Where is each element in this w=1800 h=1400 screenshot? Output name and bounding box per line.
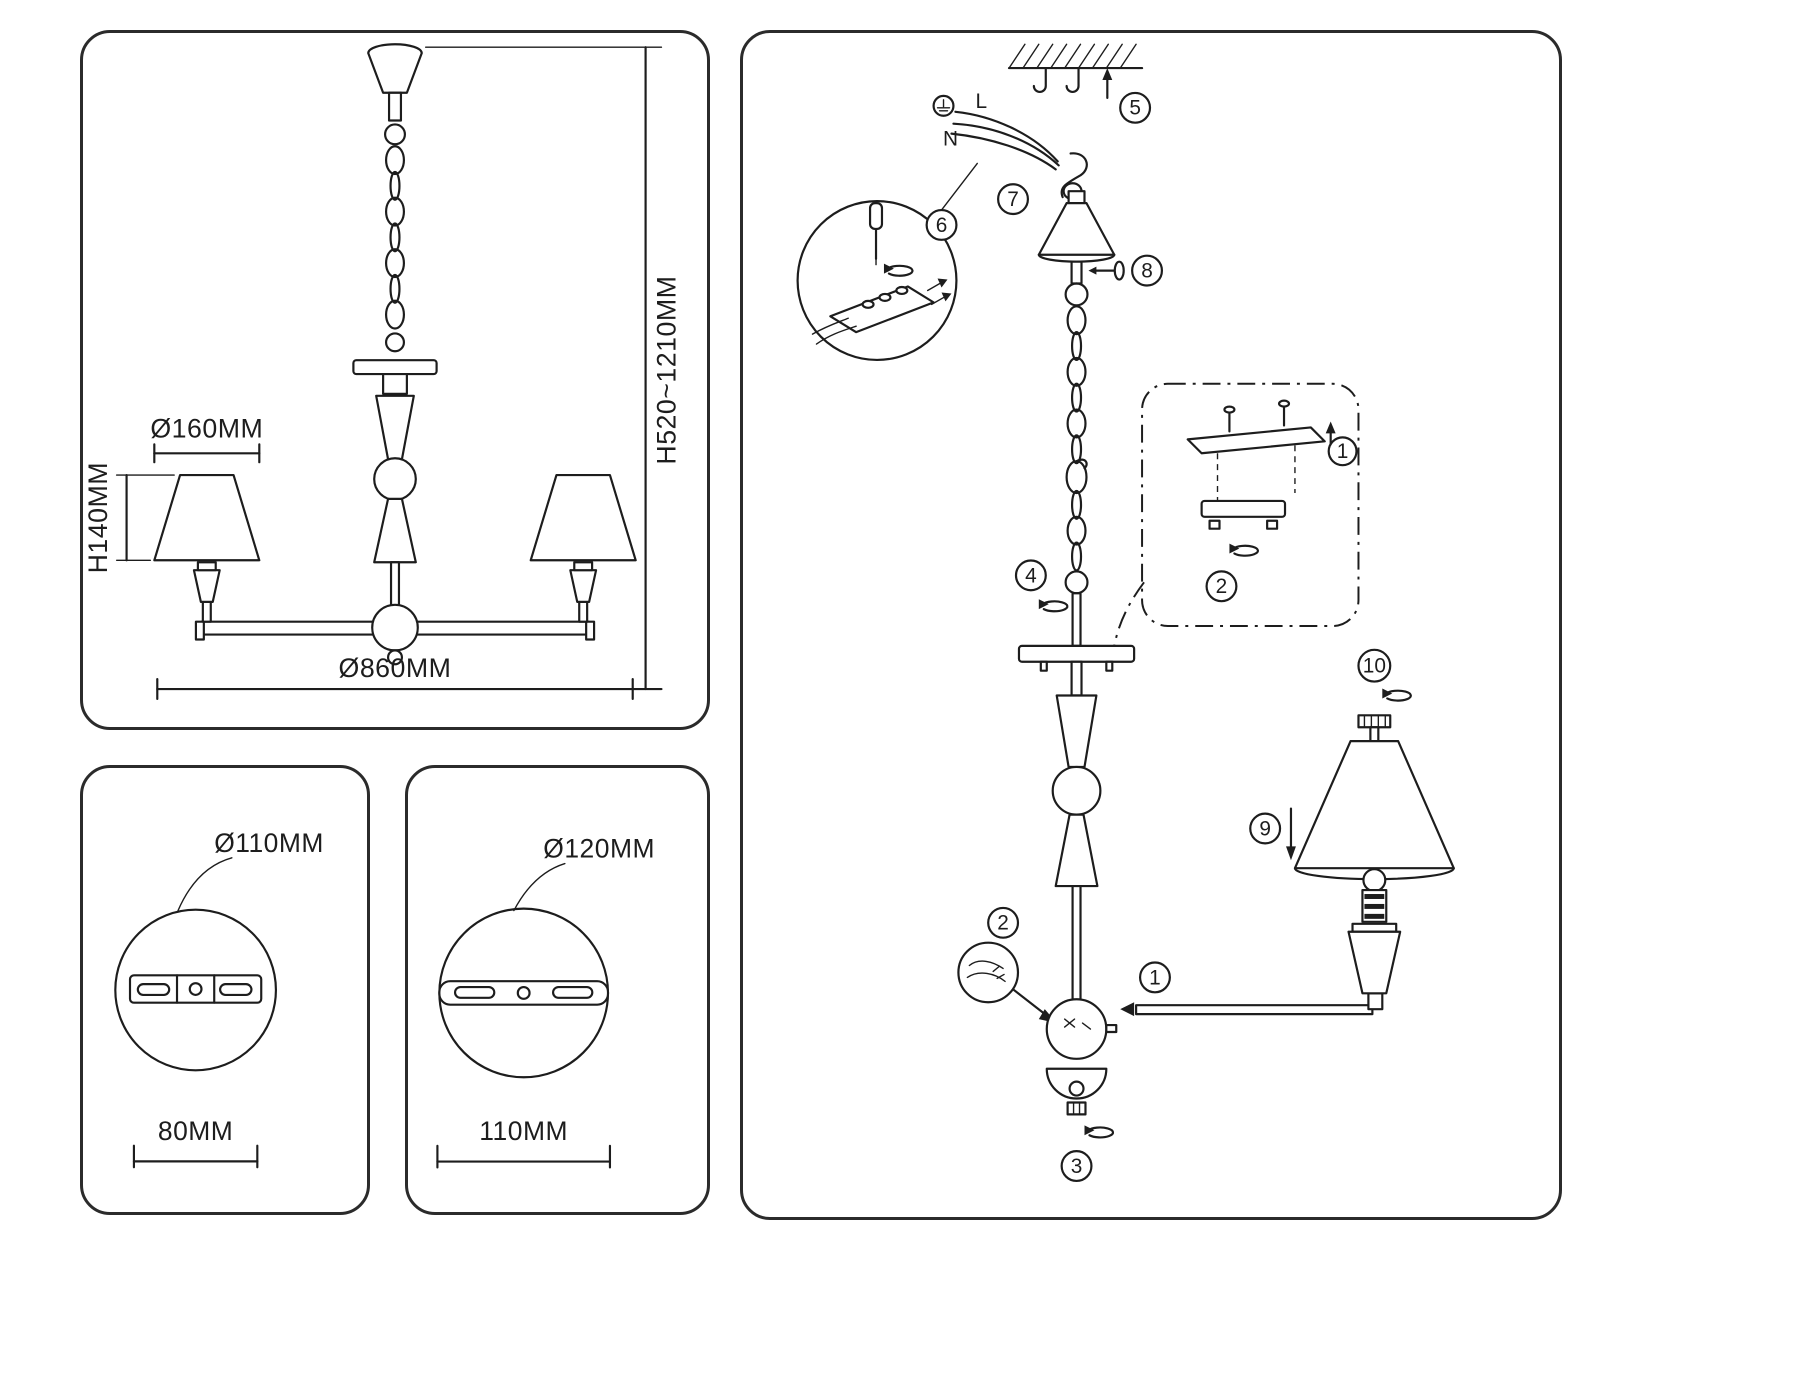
canopy-screw (1088, 260, 1125, 281)
assembly-chain (1064, 282, 1089, 647)
candle-cup (1347, 922, 1402, 995)
ground-icon (932, 94, 955, 117)
bulb (1362, 868, 1387, 893)
dim-shade-height: H140MM (83, 462, 175, 573)
lamp-assembly: 10 9 (1249, 648, 1455, 995)
shade-diameter-label: Ø160MM (150, 413, 263, 443)
bracket-side-view (1200, 499, 1287, 530)
step-badge-1a: 1 (1327, 436, 1358, 467)
step-3-number: 3 (1071, 1155, 1083, 1178)
mount-detail-large-panel: Ø120MM 110MM (405, 765, 710, 1215)
shade-height-label: H140MM (83, 462, 113, 573)
step-7-number: 7 (1007, 188, 1019, 211)
step-badge-2b: 2 (987, 906, 1020, 939)
mount-plate-large (438, 907, 610, 1079)
step-1-number: 1 (1337, 440, 1349, 463)
lampshade (1293, 740, 1455, 870)
step-badge-10: 10 (1357, 648, 1392, 683)
step-badge-6: 6 (925, 208, 958, 241)
arrow-icon (937, 278, 948, 288)
detail-large-spacing-dim: 110MM (436, 1116, 612, 1169)
step-1-number: 1 (1149, 966, 1161, 989)
upper-body (352, 359, 438, 609)
dimensions-panel: Ø160MM H140MM Ø860MM H520~1210MM (80, 30, 710, 730)
detail-large-diameter-callout: Ø120MM (513, 834, 655, 912)
center-column (1051, 694, 1102, 1003)
rotate-icon (1037, 598, 1069, 613)
step-badge-9: 9 (1249, 807, 1296, 861)
assembly-panel: 5 L N 7 (740, 30, 1562, 1220)
hanging-chain (384, 145, 406, 353)
left-arrow-icon (1120, 1002, 1135, 1017)
dim-shade-diameter: Ø160MM (150, 413, 263, 464)
up-arrow-icon (1102, 68, 1113, 81)
step-9-number: 9 (1259, 817, 1271, 840)
assembly-drawing: 5 L N 7 (796, 43, 1455, 1183)
wire-neutral-label: N (943, 128, 958, 151)
mounting-bracket (1186, 399, 1326, 501)
step-badge-7: 7 (997, 183, 1029, 216)
canopy-bell (1037, 190, 1116, 285)
lamp-left (153, 473, 261, 623)
step-6-number: 6 (936, 214, 948, 237)
rotate-icon (1381, 687, 1412, 702)
step-badge-8: 8 (1131, 254, 1164, 287)
step-badge-5: 5 (1119, 91, 1152, 124)
step-8-number: 8 (1141, 260, 1153, 283)
mount-plate-small (114, 908, 278, 1072)
lamp-socket (1361, 888, 1388, 923)
step-10-number: 10 (1363, 655, 1386, 678)
screwdriver-icon (868, 202, 914, 277)
arm-assembly: 1 (1120, 961, 1384, 1017)
finial-nut (1357, 714, 1392, 729)
chandelier-dimension-drawing: Ø160MM H140MM Ø860MM H520~1210MM (83, 43, 681, 701)
down-arrow-icon (1286, 846, 1296, 861)
step-badge-1b: 1 (1138, 961, 1171, 994)
detail-small-spacing-label: 80MM (158, 1116, 233, 1146)
overall-height-label: H520~1210MM (651, 276, 681, 465)
step-5-number: 5 (1129, 97, 1141, 120)
step-badge-4: 4 (1014, 559, 1069, 613)
detail-large-spacing-label: 110MM (479, 1116, 568, 1146)
dim-overall-diameter: Ø860MM (156, 653, 634, 701)
mains-wires: L N (932, 90, 1060, 171)
ceiling-canopy (367, 43, 423, 146)
hub-ball (371, 603, 419, 666)
step-badge-2a: 2 (1205, 570, 1238, 603)
ceiling-hatch (1007, 43, 1144, 70)
mount-detail-small-drawing: Ø110MM 80MM (114, 828, 324, 1169)
ceiling-anchor-hooks (1032, 67, 1113, 99)
fixture-plate (1017, 644, 1136, 697)
detail-small-diameter-callout: Ø110MM (177, 828, 324, 912)
rotate-icon (1228, 542, 1260, 557)
step-4-number: 4 (1025, 564, 1037, 587)
bracket-callout-box: 1 2 (1113, 382, 1360, 647)
step-badge-3: 3 (1060, 1150, 1093, 1183)
up-arrow-icon (1325, 421, 1336, 434)
overall-diameter-label: Ø860MM (339, 653, 452, 683)
mount-detail-large-drawing: Ø120MM 110MM (436, 834, 655, 1169)
step-2-number: 2 (1216, 575, 1228, 598)
terminal-block (811, 278, 952, 345)
detail-large-diameter-label: Ø120MM (543, 834, 655, 864)
arrow-icon (941, 292, 952, 302)
wire-connection-detail: 2 (957, 906, 1057, 1024)
lamp-right (529, 473, 637, 623)
terminal-magnifier: 6 (796, 162, 978, 362)
mount-detail-small-panel: Ø110MM 80MM (80, 765, 370, 1215)
detail-small-diameter-label: Ø110MM (214, 828, 324, 858)
step-2-number: 2 (997, 912, 1009, 935)
rotate-icon (1083, 1124, 1115, 1139)
dim-overall-height: H520~1210MM (425, 46, 681, 691)
wire-live-label: L (975, 90, 987, 113)
hub-assembly: 3 (1045, 998, 1118, 1183)
detail-small-spacing-dim: 80MM (132, 1116, 259, 1169)
